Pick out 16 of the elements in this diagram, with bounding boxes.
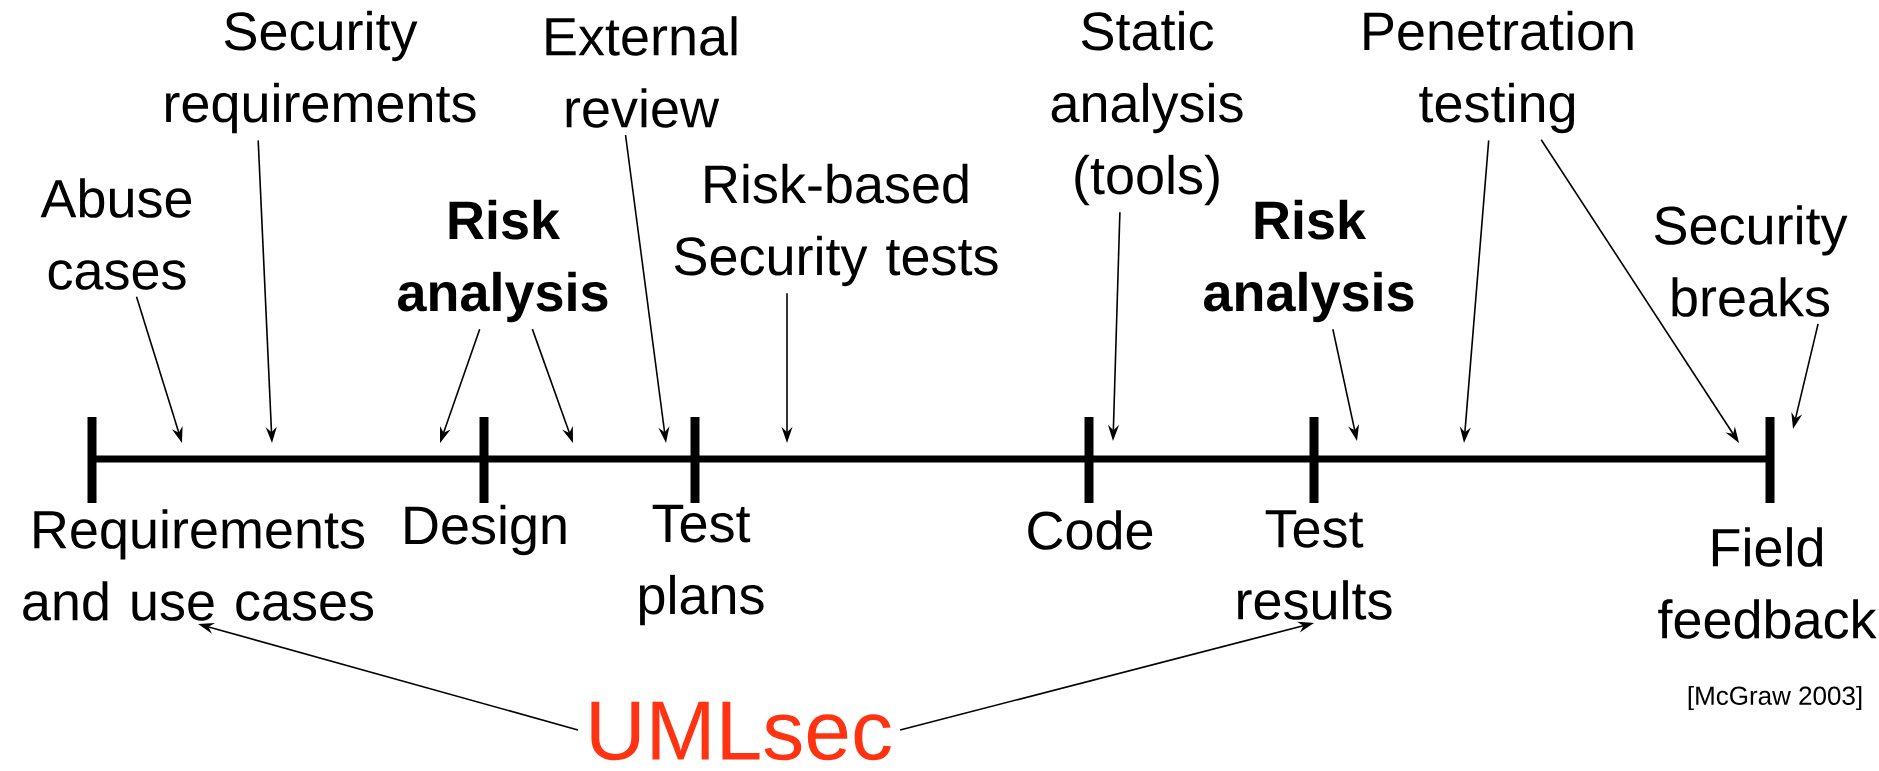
phase-label: Requirements and use cases <box>23 509 374 621</box>
activity-label: Static analysis (tools) <box>1051 10 1243 206</box>
phase-label: Code <box>1028 510 1153 550</box>
phase-label: Test results <box>1238 510 1392 620</box>
approach-label: UMLsec <box>591 701 891 761</box>
activity-label: Abuse cases <box>40 178 192 290</box>
phase-label: Field feedback <box>1658 527 1877 639</box>
phase-label: Test plans <box>639 504 764 626</box>
phase-label: Design <box>405 504 566 556</box>
activity-label: Penetration testing <box>1364 10 1633 134</box>
activity-label: Security requirements <box>166 10 476 134</box>
citation: [McGraw 2003] <box>1688 685 1862 711</box>
activity-label: Security breaks <box>1654 205 1848 317</box>
activity-label: Risk analysis <box>398 199 608 323</box>
activity-label: External review <box>546 16 737 128</box>
activity-label: Risk-based Security tests <box>674 163 998 287</box>
